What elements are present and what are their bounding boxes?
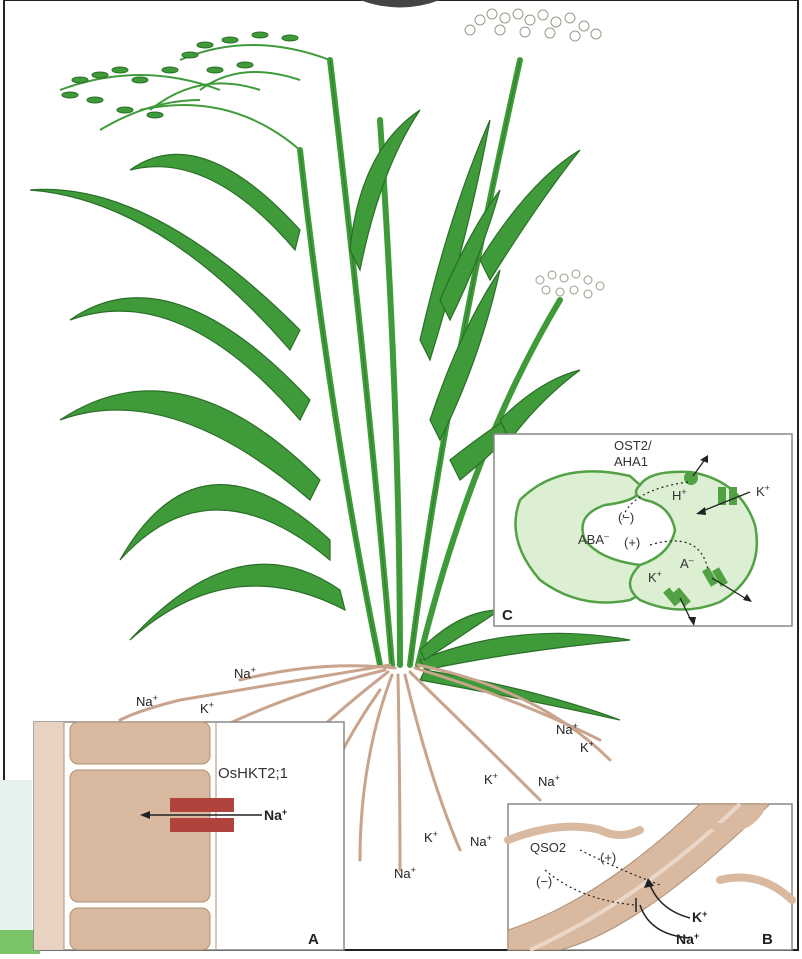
panel-c-pump-label-1: OST2/ <box>614 438 652 453</box>
panel-a-letter: A <box>308 931 319 948</box>
panel-b-negative: (−) <box>536 874 552 889</box>
panel-c-positive: (+) <box>624 535 640 550</box>
panel-b-letter: B <box>762 931 773 948</box>
panel-a-root-cells: OsHKT2;1 Na+ A <box>34 722 344 950</box>
panel-b-root-hair: QSO2 (+) (−) K+ Na+ B <box>508 804 792 950</box>
ost2-pump-icon <box>684 471 698 485</box>
panel-c-pump-label-2: AHA1 <box>614 454 648 469</box>
panel-c-letter: C <box>502 607 513 624</box>
panel-c-negative: (−) <box>618 510 634 525</box>
panel-b-positive: (+) <box>600 850 616 865</box>
oshkt-transporter-top <box>170 798 234 812</box>
panel-b-gene-label: QSO2 <box>530 840 566 855</box>
panel-a-transporter-label: OsHKT2;1 <box>218 765 288 782</box>
oshkt-transporter-bottom <box>170 818 234 832</box>
panel-c-guard-cells: OST2/ AHA1 H+ K+ (−) ABA– (+) A– K+ C <box>494 434 792 626</box>
